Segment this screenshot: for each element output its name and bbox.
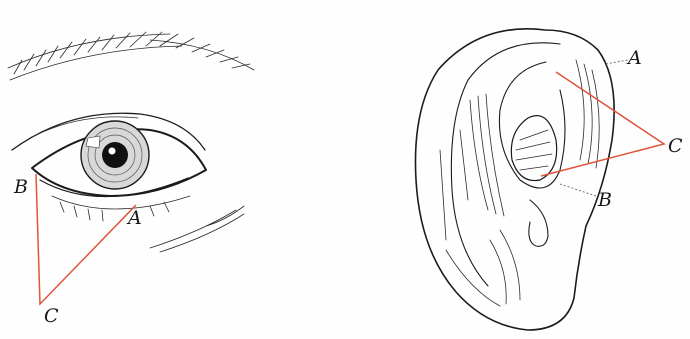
ear-leader-a bbox=[606, 60, 628, 64]
ear-helix bbox=[415, 29, 614, 330]
eye-label-c: C bbox=[44, 305, 59, 327]
ear-inner-rim bbox=[451, 43, 560, 286]
eye-label-a: A bbox=[126, 207, 142, 229]
ear-tragus bbox=[529, 200, 548, 246]
eye-highlight bbox=[109, 148, 116, 155]
ear-antihelix bbox=[499, 62, 565, 188]
ear-label-b: B bbox=[597, 189, 612, 211]
eye-label-b: B bbox=[13, 176, 28, 198]
ear-drawing bbox=[415, 29, 614, 330]
pupil bbox=[102, 142, 128, 168]
ear-label-a: A bbox=[626, 47, 642, 69]
ear-leader-b bbox=[560, 184, 596, 196]
eyebrow bbox=[8, 32, 254, 80]
ear-construction-lines bbox=[541, 72, 664, 176]
iris bbox=[81, 121, 149, 189]
ear-triangle-line bbox=[541, 72, 664, 176]
ear-concha bbox=[511, 116, 556, 181]
ear-label-c: C bbox=[668, 135, 683, 157]
